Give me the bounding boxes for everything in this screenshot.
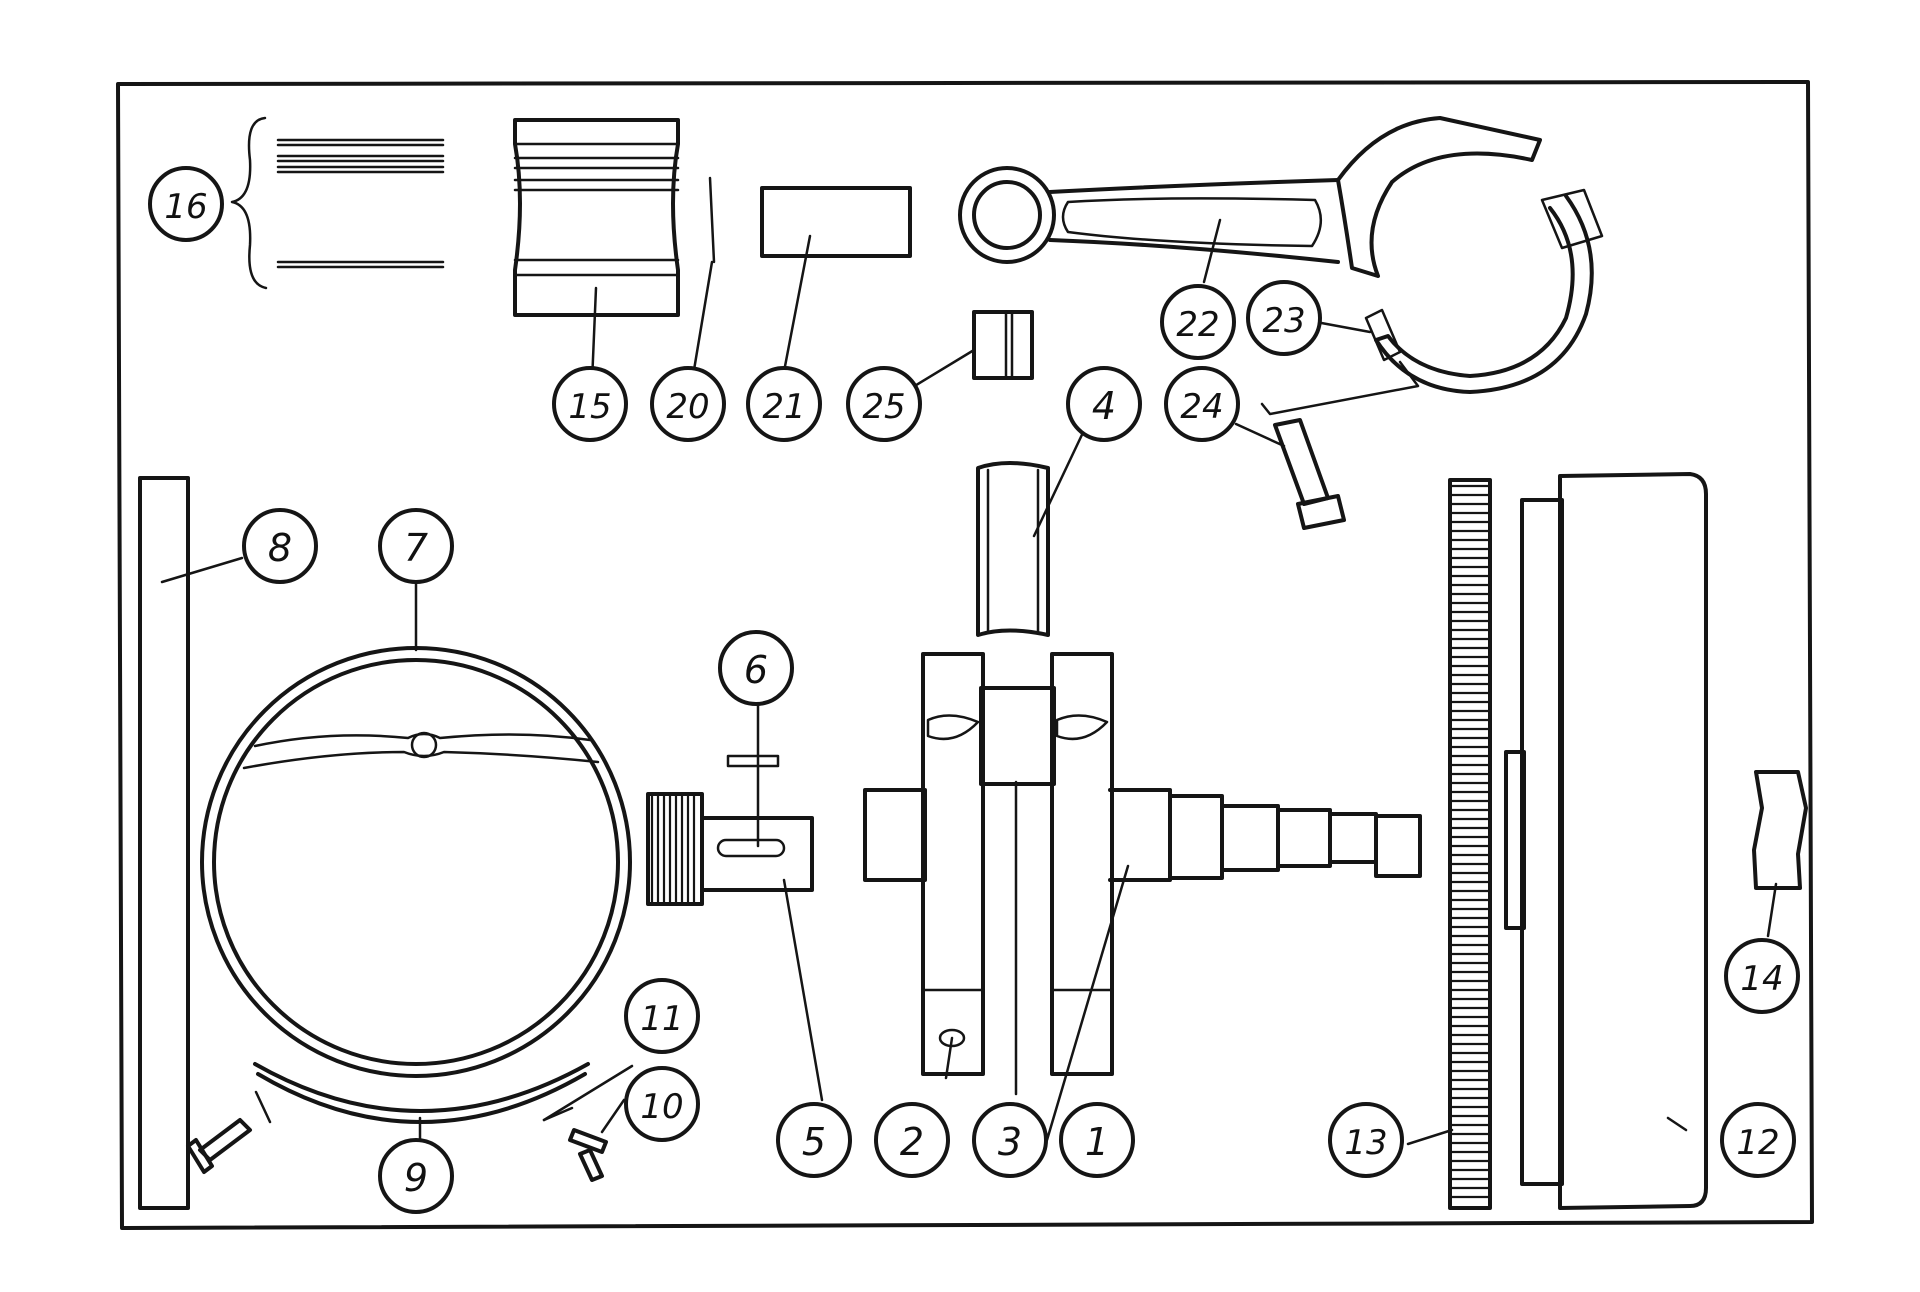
piston-part [513,118,680,317]
callout-14: 14 [1724,938,1800,1014]
rod-bolt-part [1260,360,1420,530]
callout-13-label: 13 [1344,1123,1387,1163]
callout-4: 4 [1066,366,1142,442]
callout-6: 6 [718,630,794,706]
callout-9: 9 [378,1138,454,1214]
ring-gear-part [1448,478,1492,1210]
callout-12-label: 12 [1736,1123,1779,1163]
piston-rings-part [230,116,445,290]
cylinder-ring-part [200,646,632,1078]
connecting-rod-part [958,116,1604,394]
leader-lines [160,218,1778,1146]
callout-23-label: 23 [1262,301,1305,341]
callout-5: 5 [776,1102,852,1178]
callout-16-label: 16 [164,187,207,227]
arc-seal-part [253,1062,590,1124]
callout-8: 8 [242,508,318,584]
clutch-drum-part [1504,472,1708,1210]
callout-6-label: 6 [744,648,768,692]
callout-15-label: 15 [568,387,611,427]
callout-13: 13 [1328,1102,1404,1178]
sprocket-shaft-part [646,754,814,906]
callout-7-label: 7 [404,526,428,570]
callout-1: 1 [1059,1102,1135,1178]
callout-24: 24 [1164,366,1240,442]
callout-5-label: 5 [802,1120,826,1164]
callout-20-label: 20 [666,387,709,427]
callout-11-label: 11 [640,999,683,1039]
callout-25: 25 [846,366,922,442]
callout-10: 10 [624,1066,700,1142]
callout-21: 21 [746,366,822,442]
callout-1-label: 1 [1085,1120,1109,1164]
callout-20: 20 [650,366,726,442]
callout-4-label: 4 [1092,384,1116,428]
nut-part [1752,770,1808,890]
callout-8-label: 8 [268,526,292,570]
small-end-bearing-part [972,310,1034,380]
callout-14-label: 14 [1740,959,1783,999]
callout-24-label: 24 [1180,387,1223,427]
callout-2-label: 2 [900,1120,924,1164]
callout-2: 2 [874,1102,950,1178]
circlip-part [708,176,716,264]
callout-21-label: 21 [762,387,805,427]
callout-7: 7 [378,508,454,584]
callout-11: 11 [624,978,700,1054]
callout-12: 12 [1720,1102,1796,1178]
callout-9-label: 9 [404,1156,428,1200]
callout-25-label: 25 [862,387,905,427]
callout-3: 3 [972,1102,1048,1178]
crankshaft-part [863,652,1422,1076]
callout-3-label: 3 [998,1120,1022,1164]
big-end-bearing-part [976,461,1050,637]
callout-22: 22 [1160,284,1236,360]
piston-pin-part [760,186,912,258]
callout-16: 16 [148,166,224,242]
callout-10-label: 10 [640,1087,683,1127]
callout-23: 23 [1246,280,1322,356]
callout-15: 15 [552,366,628,442]
diagram-frame [116,80,1814,1230]
strip-part [138,476,190,1210]
callout-22-label: 22 [1176,305,1219,345]
